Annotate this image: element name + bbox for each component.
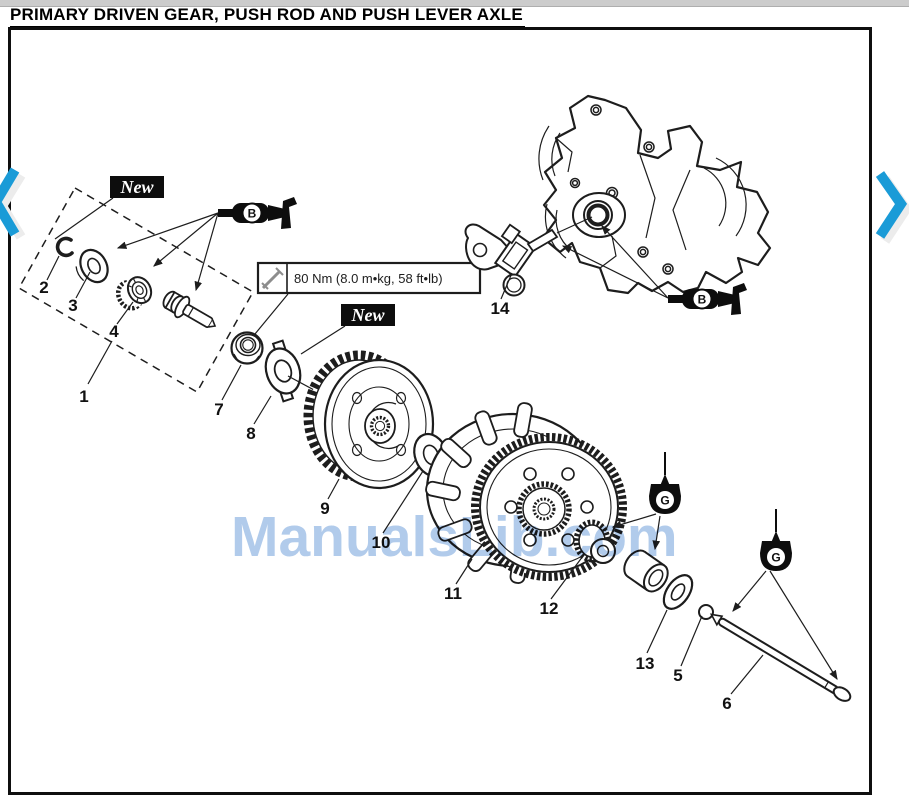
part-number-2: 2 [39,278,48,297]
part-5-ball [698,604,714,620]
dashed-new-parts-box [17,186,255,394]
part-11-clutch-housing [425,402,627,584]
part-13-spacer [623,549,669,593]
new-label-1-text: New [120,177,155,197]
torque-spec-box: 80 Nm (8.0 m•kg, 58 ft•lb) [249,261,482,341]
part-number-12: 12 [540,599,559,618]
part-number-3: 3 [68,296,77,315]
grease-letter-b-2: B [698,292,707,306]
part-number-6: 6 [722,694,731,713]
oil-letter-g-2: G [771,550,780,564]
prev-page-button[interactable] [0,167,26,240]
next-page-button[interactable] [875,171,909,244]
part-13-washer [662,574,694,610]
part-number-11: 11 [444,584,462,603]
horizontal-scrollbar[interactable] [0,0,909,7]
part-number-5: 5 [673,666,682,685]
part-3-washer [75,248,109,284]
grease-letter-b: B [248,206,257,220]
part-4-gear [115,276,153,311]
crankcase [538,94,772,295]
oil-symbol-g-2: G [760,509,792,571]
new-label-1: New [54,176,164,240]
diagram-frame [8,27,872,795]
new-label-2: New [300,304,395,355]
part-number-10: 10 [372,533,391,552]
part-7-nut [230,331,264,365]
part-number-4: 4 [109,322,119,341]
part-bolt [162,290,217,328]
part-14-push-lever [464,216,593,297]
oil-symbol-g-1: G [649,452,681,514]
torque-wrench-icon [261,267,284,290]
part-9-primary-driven-gear [303,350,435,490]
new-label-2-text: New [351,305,386,325]
part-12-drive-gear [573,519,616,564]
part-number-9: 9 [320,499,329,518]
grease-symbol-b-2: B [561,225,747,315]
grease-symbol-b-1: B [116,197,297,292]
torque-spec-text: 80 Nm (8.0 m•kg, 58 ft•lb) [294,271,443,286]
part-number-labels: 1 2 3 4 5 6 7 8 9 10 11 12 13 14 [39,278,731,713]
part-number-8: 8 [246,424,255,443]
leader-lines [46,255,764,695]
part-2-circlip [55,236,74,258]
watermark: ManualsLib.com [231,505,678,569]
part-number-7: 7 [214,400,223,419]
part-number-14: 14 [491,299,510,318]
part-8-lock-washer [264,339,302,403]
oil-letter-g-1: G [660,493,669,507]
part-number-13: 13 [636,654,655,673]
part-6-push-rod [709,613,852,702]
part-number-1: 1 [79,387,88,406]
